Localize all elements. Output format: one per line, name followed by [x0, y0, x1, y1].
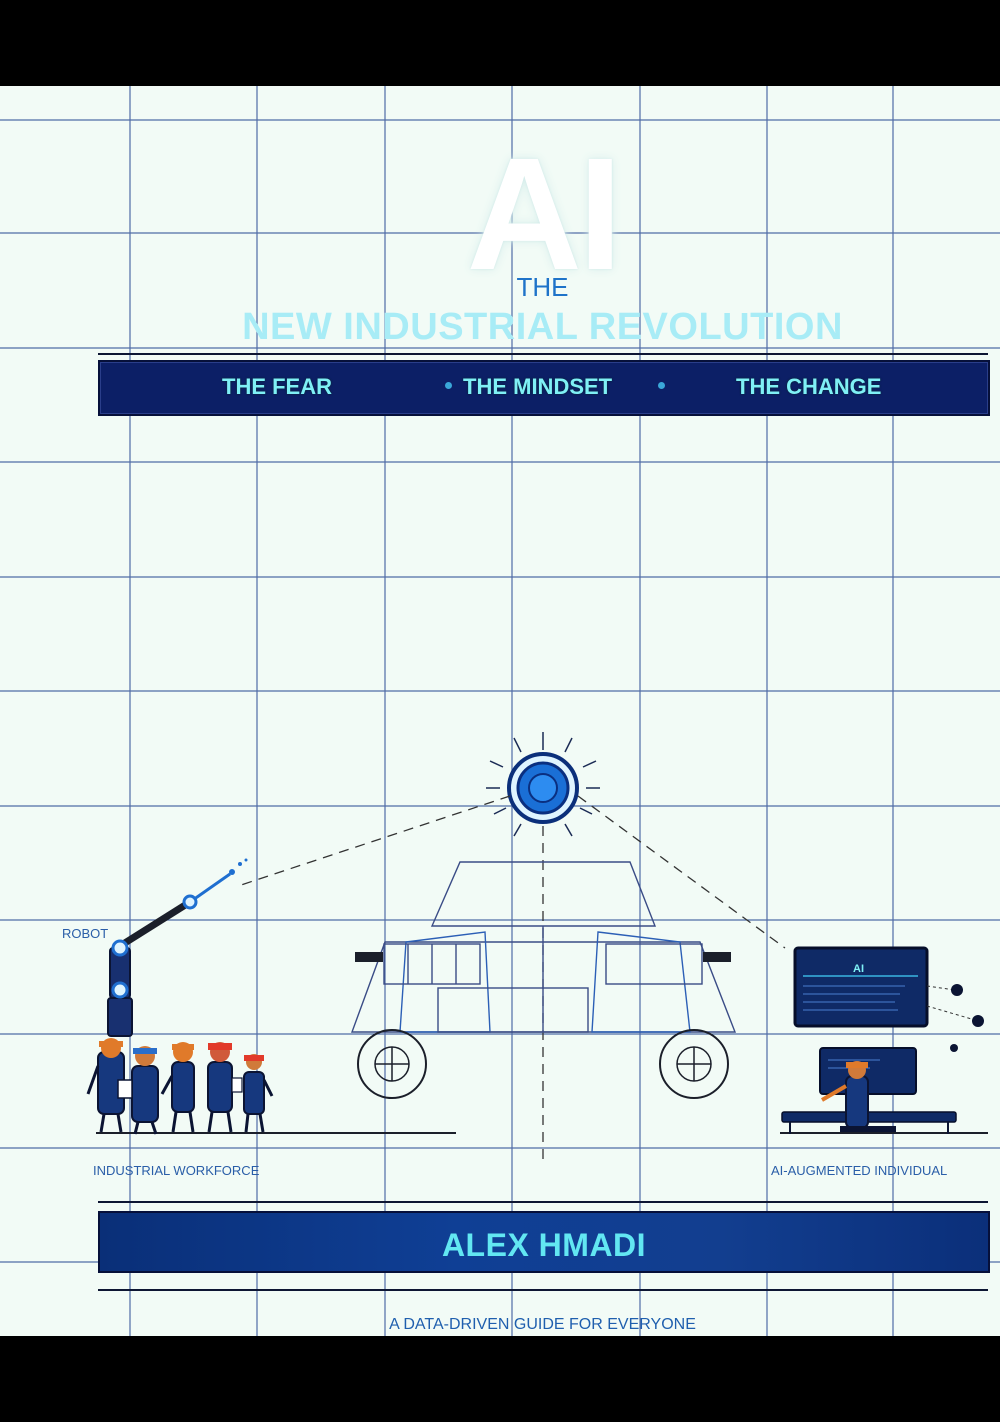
- workers-icon: [86, 1038, 274, 1135]
- screen-label: AI: [853, 963, 864, 975]
- cover-panel: AI THE NEW INDUSTRIAL REVOLUTION THE FEA…: [0, 86, 1000, 1336]
- illustration: [86, 732, 988, 1161]
- robot-arm-icon: [107, 858, 248, 1037]
- vehicle-icon: [350, 861, 737, 1033]
- author-rule-top: [98, 1201, 988, 1203]
- author-name: ALEX HMADI: [441, 1227, 647, 1263]
- themes-band: THE FEAR THE MINDSET THE CHANGE: [98, 360, 990, 416]
- theme-mindset: THE MINDSET: [463, 374, 613, 399]
- ai-orb-icon: [486, 732, 600, 837]
- separator-dot: [445, 382, 452, 389]
- top-rule: [98, 353, 988, 355]
- author-rule-bottom: [98, 1289, 988, 1291]
- theme-fear: THE FEAR: [222, 374, 332, 399]
- vehicle-mirror-left: [355, 952, 383, 962]
- computer-icon: [781, 946, 984, 1134]
- vehicle-mirror-right: [703, 952, 731, 962]
- wheel-right: [659, 1029, 729, 1099]
- wheel-left: [357, 1029, 427, 1099]
- theme-change: THE CHANGE: [736, 374, 882, 399]
- title-the: THE: [516, 272, 569, 302]
- tagline: A DATA-DRIVEN GUIDE FOR EVERYONE: [389, 1316, 696, 1333]
- author-band: ALEX HMADI: [98, 1211, 990, 1273]
- label-workforce: INDUSTRIAL WORKFORCE: [93, 1163, 260, 1178]
- label-robot: ROBOT: [62, 926, 109, 941]
- label-individual: AI-AUGMENTED INDIVIDUAL: [771, 1163, 948, 1178]
- separator-dot: [658, 382, 665, 389]
- subtitle: NEW INDUSTRIAL REVOLUTION: [242, 306, 843, 348]
- title-ai: AI: [466, 124, 623, 303]
